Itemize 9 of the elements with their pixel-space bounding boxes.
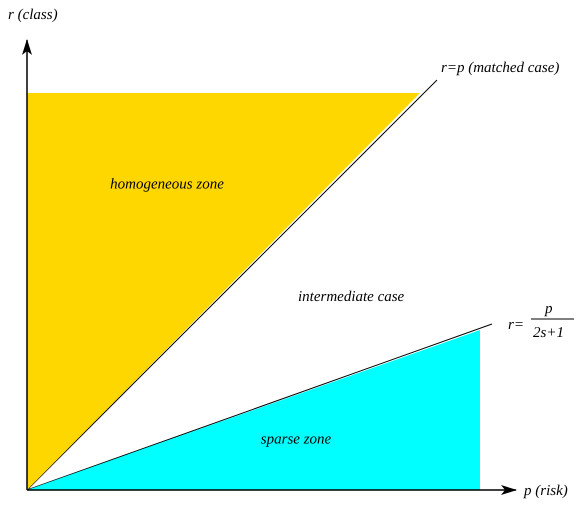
fraction-denominator: 2s+1 <box>533 326 564 341</box>
axis-label: r (class) <box>8 8 58 23</box>
zone-label: sparse zone <box>260 432 332 448</box>
fraction-numerator: p <box>545 302 552 317</box>
line-label: r=p (matched case) <box>441 61 560 76</box>
zone-label: homogeneous zone <box>110 178 224 192</box>
axis-label: p (risk) <box>524 484 568 499</box>
region-label: intermediate case <box>298 290 404 305</box>
line-label: r= <box>508 318 524 333</box>
